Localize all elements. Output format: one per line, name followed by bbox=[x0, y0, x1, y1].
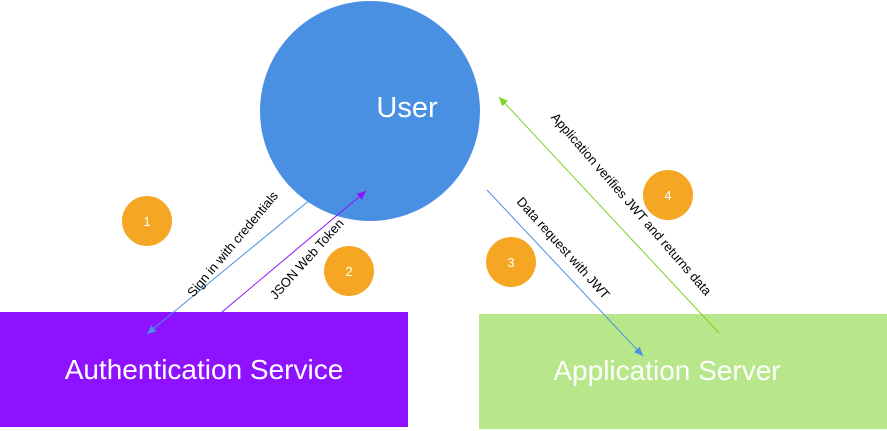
auth-service-node: Authentication Service bbox=[0, 312, 408, 427]
step-badge-4-circle bbox=[643, 170, 693, 220]
step-3-number: 3 bbox=[507, 255, 514, 270]
step-badge-1-circle bbox=[122, 196, 172, 246]
data-request-arrow bbox=[486, 189, 644, 357]
step-2-number: 2 bbox=[345, 264, 352, 279]
step-badge-2-circle bbox=[324, 246, 374, 296]
step-1-number: 1 bbox=[143, 214, 150, 229]
sign-in-label: Sign in with credentials bbox=[184, 188, 281, 300]
app-server-label: Application Server bbox=[553, 355, 780, 386]
step-4-number: 4 bbox=[664, 188, 671, 203]
verify-arrow bbox=[498, 96, 720, 334]
step-badge-2: 2 bbox=[324, 246, 374, 296]
auth-service-box bbox=[0, 312, 408, 427]
step-badge-4: 4 bbox=[643, 170, 693, 220]
step-badge-3: 3 bbox=[486, 237, 536, 287]
app-server-node: Application Server bbox=[479, 314, 887, 429]
jwt-arrow bbox=[221, 190, 367, 313]
step-badge-1: 1 bbox=[122, 196, 172, 246]
sign-in-arrow bbox=[146, 184, 329, 335]
user-node: User bbox=[260, 1, 480, 221]
app-server-box bbox=[479, 314, 887, 429]
step-badge-3-circle bbox=[486, 237, 536, 287]
user-label: User bbox=[376, 92, 438, 124]
user-circle bbox=[260, 1, 480, 221]
auth-service-label: Authentication Service bbox=[65, 354, 344, 385]
